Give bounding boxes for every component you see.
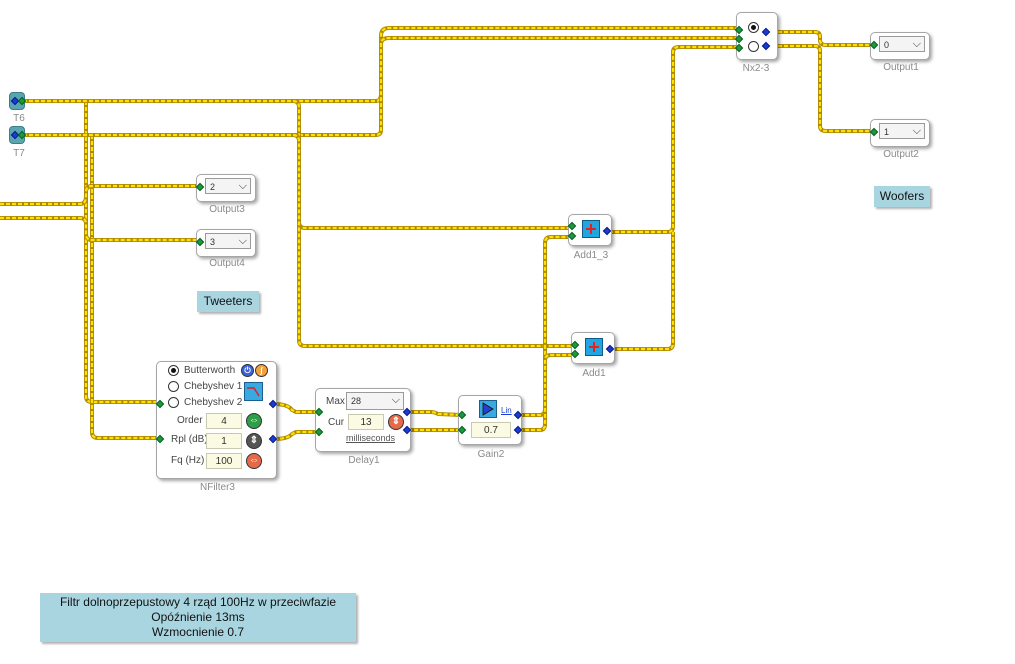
output1-select[interactable]: 0 ⌵ (879, 36, 925, 52)
output4-block[interactable]: 3 ⌵ (196, 229, 256, 257)
wire-14-edge (519, 353, 575, 432)
lin-link[interactable]: Lin (501, 406, 512, 415)
fq-label: Fq (Hz) (171, 455, 205, 466)
gain2-block[interactable]: Lin 0.7 (458, 395, 522, 445)
chevron-down-icon: ⌵ (912, 125, 921, 137)
wave-icon[interactable]: ∫ (255, 364, 268, 377)
max-value: 28 (351, 396, 362, 406)
wire-16[interactable] (611, 232, 675, 351)
fq-adjust-icon[interactable]: ⇔ (246, 453, 262, 469)
wire-15[interactable] (609, 45, 738, 234)
wire-7-edge (0, 184, 200, 206)
chebyshev1-radio[interactable] (168, 381, 179, 392)
add-icon (585, 338, 603, 356)
cur-field[interactable]: 13 (348, 414, 384, 430)
nx23-option-2-radio[interactable] (748, 41, 759, 52)
tweeters-label: Tweeters (197, 291, 259, 312)
output3-value: 2 (210, 182, 216, 192)
wire-7[interactable] (0, 184, 200, 206)
output1-value: 0 (884, 40, 890, 50)
gain2-caption: Gain2 (477, 449, 505, 460)
wire-14[interactable] (519, 353, 575, 432)
wire-11[interactable] (408, 410, 463, 417)
wire-4-edge (90, 135, 160, 440)
order-field[interactable]: 4 (206, 413, 242, 429)
delay1-block[interactable]: Max 28 ⌵ Cur 13 ⇕ milliseconds (315, 388, 411, 452)
wire-3[interactable] (84, 101, 160, 404)
nfilter3-caption: NFilter3 (199, 482, 235, 493)
add13-caption: Add1_3 (573, 250, 609, 261)
output1-caption: Output1 (883, 62, 919, 73)
wire-9[interactable] (273, 402, 319, 414)
wire-8[interactable] (0, 216, 200, 242)
woofers-label: Woofers (874, 186, 930, 207)
chevron-down-icon: ⌵ (912, 38, 921, 50)
fq-field[interactable]: 100 (206, 453, 242, 469)
chebyshev2-label: Chebyshev 2 (184, 397, 243, 408)
wire-8-edge (0, 216, 200, 242)
wire-16-edge (611, 232, 675, 351)
nfilter3-block[interactable]: Butterworth Chebyshev 1 Chebyshev 2 ⏻ ∫ … (156, 361, 277, 479)
cur-label: Cur (328, 417, 345, 428)
output4-select[interactable]: 3 ⌵ (205, 233, 251, 249)
rpl-adjust-icon[interactable]: ⇕ (246, 433, 262, 449)
chevron-down-icon: ⌵ (238, 235, 247, 247)
output2-block[interactable]: 1 ⌵ (870, 119, 930, 147)
gain-amplifier-icon[interactable] (479, 400, 497, 418)
rpl-field[interactable]: 1 (206, 433, 242, 449)
gain-value-field[interactable]: 0.7 (471, 422, 511, 438)
order-label: Order (177, 415, 203, 426)
nx23-option-1-radio[interactable] (748, 22, 759, 33)
note-line-1: Filtr dolnoprzepustowy 4 rząd 100Hz w pr… (59, 595, 337, 609)
output3-select[interactable]: 2 ⌵ (205, 178, 251, 194)
nx23-caption: Nx2-3 (742, 63, 770, 74)
rpl-label: Rpl (dB) (171, 434, 208, 445)
output2-caption: Output2 (883, 149, 919, 160)
chevron-down-icon: ⌵ (238, 180, 247, 192)
output4-value: 3 (210, 237, 216, 247)
phase-icon[interactable]: ⏻ (241, 364, 254, 377)
output1-block[interactable]: 0 ⌵ (870, 32, 930, 60)
nx23-block[interactable] (736, 12, 778, 60)
output2-value: 1 (884, 127, 890, 137)
t6-caption: T6 (13, 113, 25, 124)
note-line-3: Wzmocnienie 0.7 (151, 625, 245, 639)
chevron-down-icon: ⌵ (391, 394, 400, 406)
wire-13-edge (519, 235, 572, 417)
butterworth-label: Butterworth (184, 365, 236, 376)
output4-caption: Output4 (209, 258, 245, 269)
milliseconds-link[interactable]: milliseconds (346, 433, 396, 443)
note-box: Filtr dolnoprzepustowy 4 rząd 100Hz w pr… (40, 593, 356, 642)
max-select[interactable]: 28 ⌵ (346, 392, 404, 410)
add1-block[interactable] (571, 332, 615, 364)
delay1-caption: Delay1 (348, 455, 380, 466)
order-adjust-icon[interactable]: ⇔ (246, 413, 262, 429)
output3-caption: Output3 (209, 204, 245, 215)
wire-3-edge (84, 101, 160, 404)
output2-select[interactable]: 1 ⌵ (879, 123, 925, 139)
note-line-2: Opóźnienie 13ms (151, 610, 245, 624)
chebyshev1-label: Chebyshev 1 (184, 381, 243, 392)
add1-caption: Add1 (582, 368, 606, 379)
wire-18-edge (766, 44, 874, 133)
wire-6[interactable] (23, 133, 575, 348)
wire-4[interactable] (90, 135, 160, 440)
add-icon (582, 220, 600, 238)
lowpass-response-icon[interactable] (244, 382, 263, 401)
wire-10[interactable] (273, 430, 319, 441)
max-label: Max (326, 396, 345, 407)
chebyshev2-radio[interactable] (168, 397, 179, 408)
output3-block[interactable]: 2 ⌵ (196, 174, 256, 202)
t7-caption: T7 (13, 148, 25, 159)
wire-18[interactable] (766, 44, 874, 133)
cur-adjust-icon[interactable]: ⇕ (388, 414, 404, 430)
wire-17[interactable] (766, 30, 874, 47)
butterworth-radio[interactable] (168, 365, 179, 376)
wire-2[interactable] (23, 36, 738, 137)
